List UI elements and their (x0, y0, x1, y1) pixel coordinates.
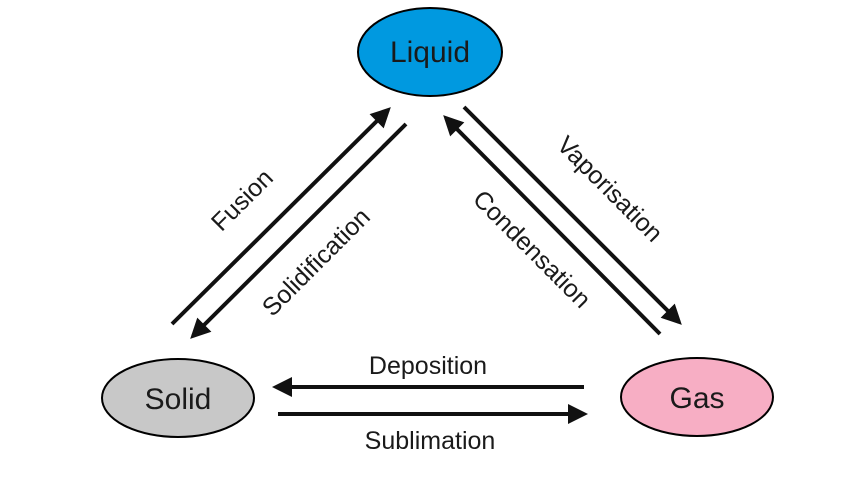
vaporisation-arrow (462, 105, 682, 325)
node-gas: Gas (620, 357, 774, 437)
vaporisation-label: Vaporisation (551, 131, 668, 248)
fusion-label: Fusion (206, 164, 279, 237)
node-solid: Solid (101, 358, 255, 438)
solid-ellipse (101, 358, 255, 438)
condensation-arrow (443, 115, 662, 336)
deposition-label: Deposition (369, 352, 487, 380)
solid-label: Solid (145, 383, 212, 416)
gas-ellipse (620, 357, 774, 437)
liquid-label: Liquid (390, 36, 470, 69)
node-liquid: Liquid (357, 7, 503, 97)
fusion-arrow (170, 107, 391, 326)
gas-label: Gas (669, 382, 724, 415)
solidification-arrow (190, 122, 408, 339)
sublimation-label: Sublimation (365, 427, 496, 455)
liquid-ellipse (357, 7, 503, 97)
